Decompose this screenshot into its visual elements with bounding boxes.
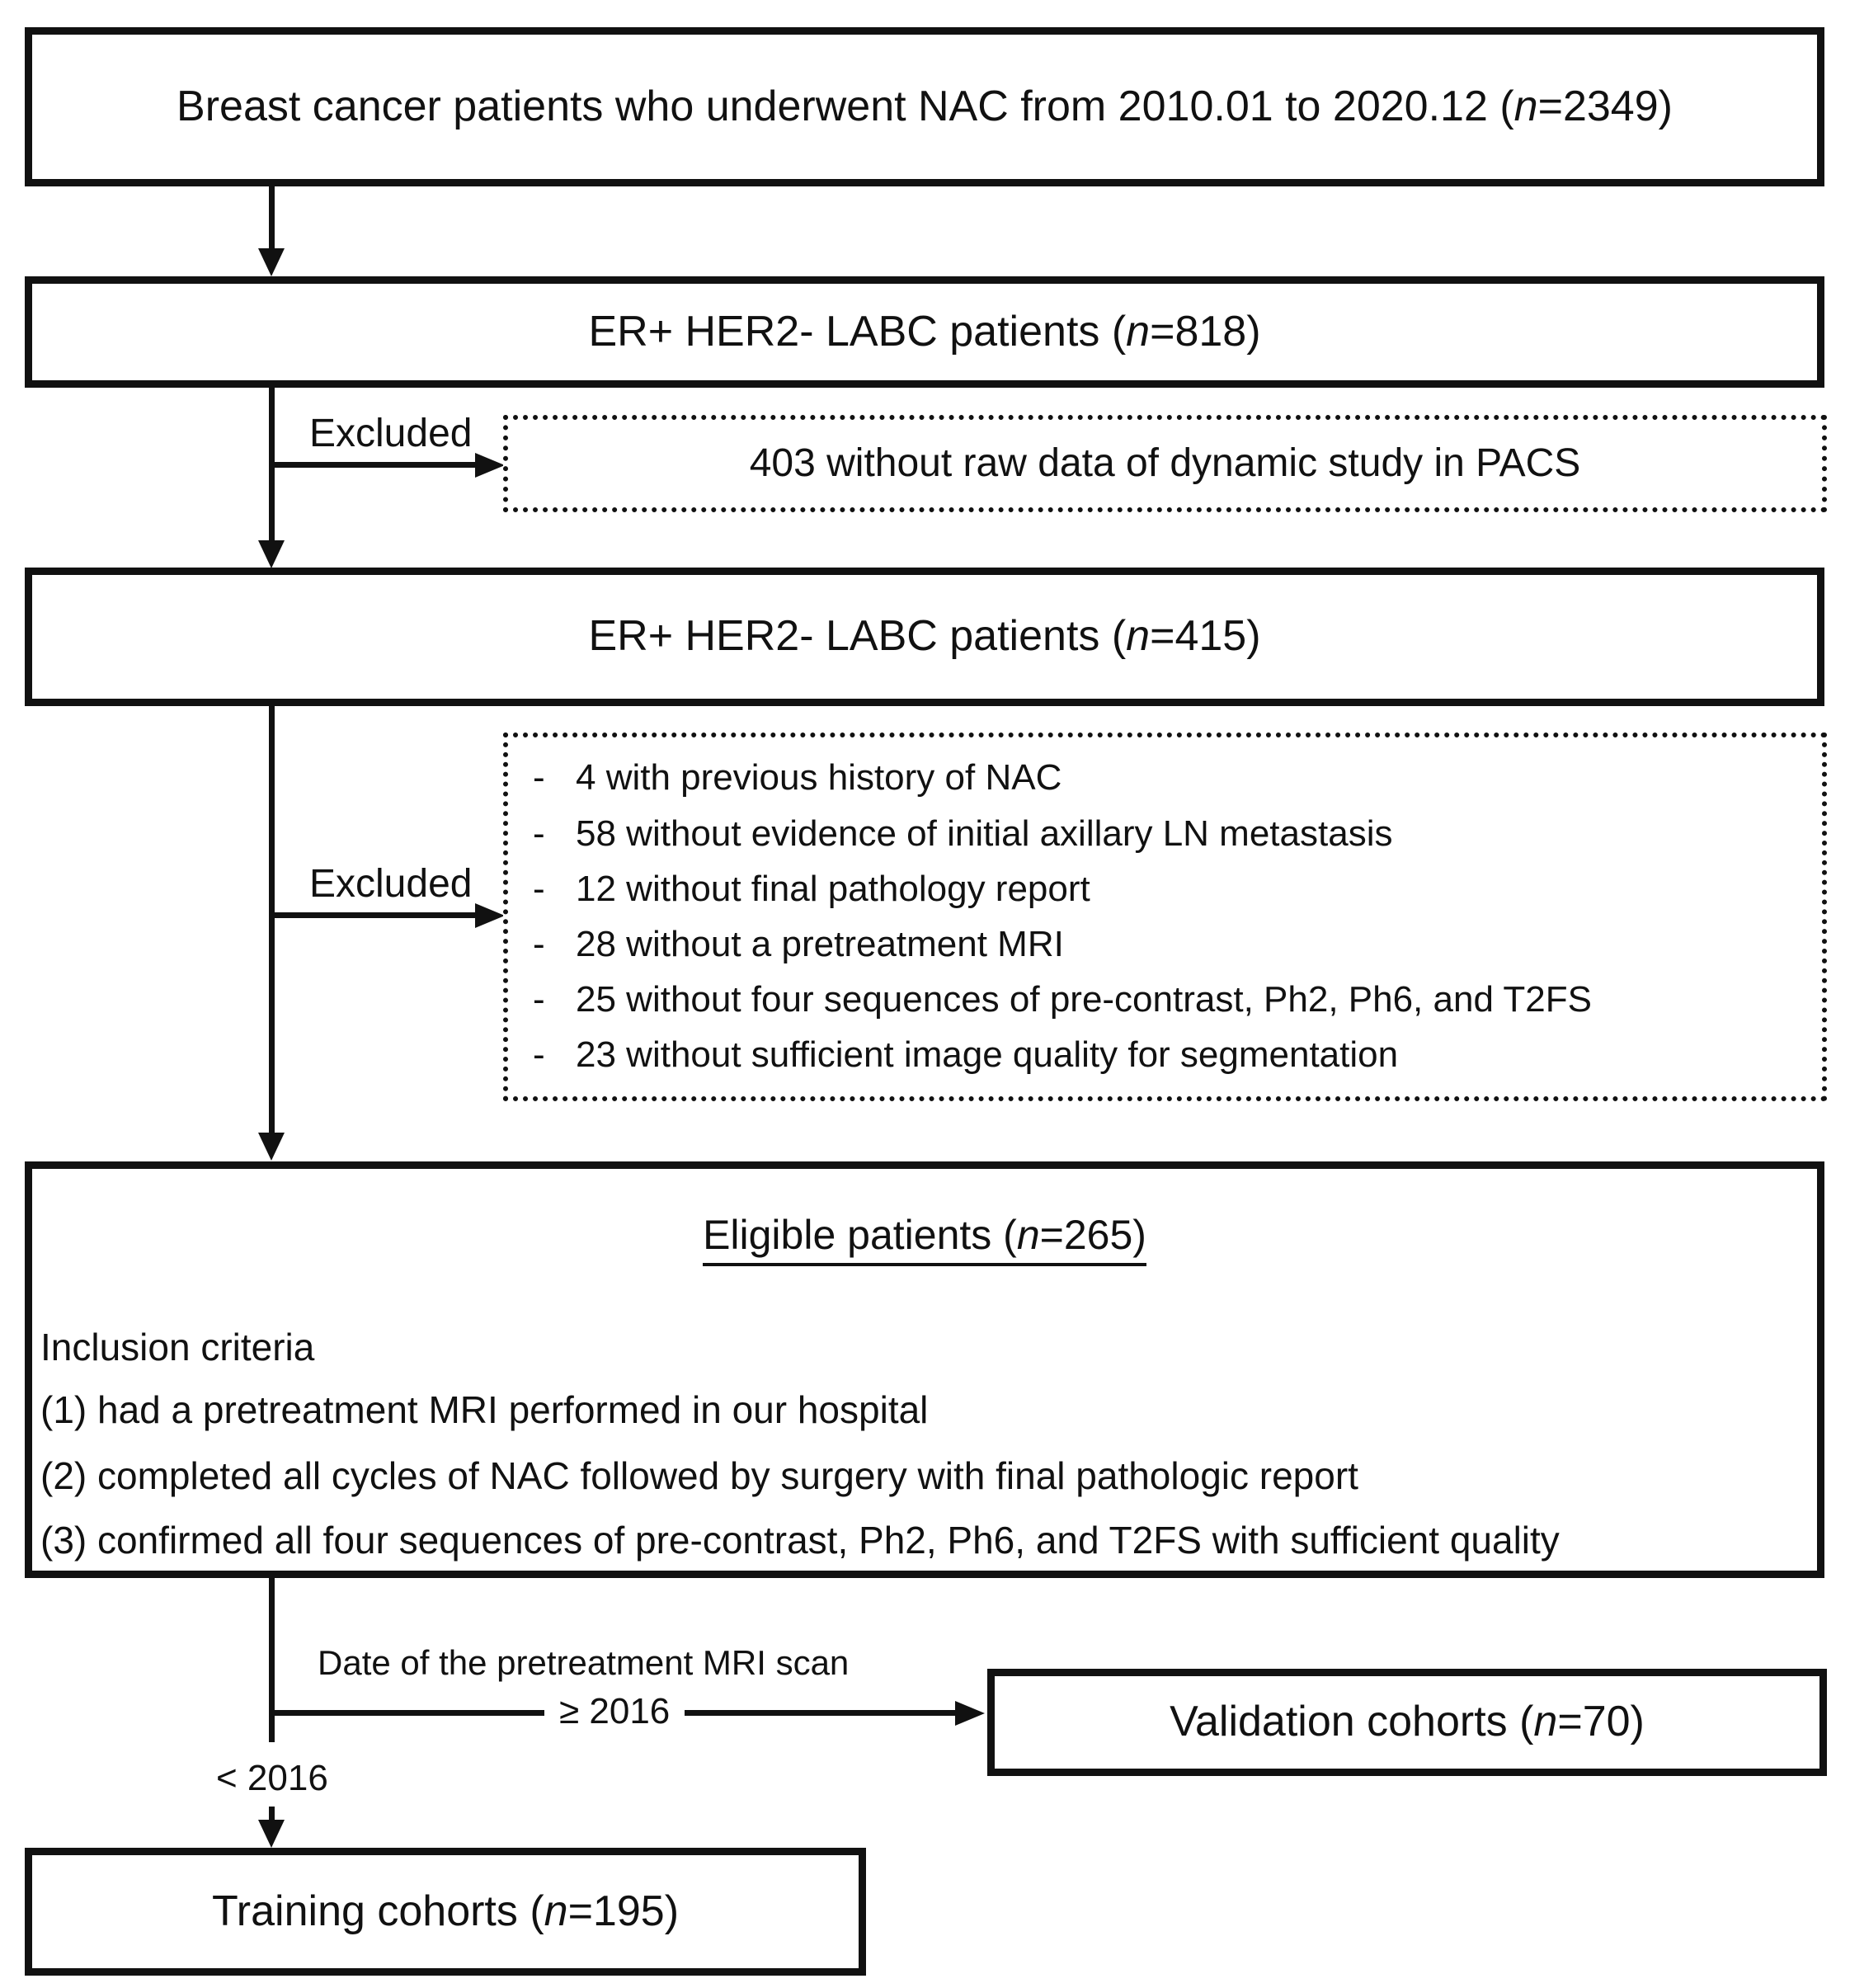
flow-box-eligible-patients: Eligible patients (n=265) Inclusion crit… xyxy=(25,1161,1824,1578)
exclusion-pacs-text: 403 without raw data of dynamic study in… xyxy=(749,441,1581,486)
connector-spine-3 xyxy=(269,706,275,1135)
connector-spine-5 xyxy=(269,1807,275,1823)
labc-415-text: ER+ HER2- LABC patients (n=415) xyxy=(588,612,1261,661)
exclusion-item-text: 23 without sufficient image quality for … xyxy=(576,1034,1399,1075)
arrowhead-right-validation xyxy=(955,1701,985,1726)
connector-spine-4 xyxy=(269,1578,275,1742)
branch-label-lt-2016: < 2016 xyxy=(216,1758,328,1798)
italic-n: n xyxy=(1126,307,1151,356)
excluded-label-1: Excluded xyxy=(309,412,473,455)
exclusion-item-text: 58 without evidence of initial axillary … xyxy=(576,813,1393,854)
dash-bullet: - xyxy=(533,923,545,964)
exclusion-list-item: - 12 without final pathology report xyxy=(508,869,1822,911)
dash-bullet: - xyxy=(533,1034,545,1075)
exclusion-item-text: 28 without a pretreatment MRI xyxy=(576,923,1064,964)
eligible-title-underlined: Eligible patients (n=265) xyxy=(703,1212,1146,1266)
dash-bullet: - xyxy=(533,757,545,798)
italic-n: n xyxy=(544,1887,568,1935)
branch-label-ge-2016: ≥ 2016 xyxy=(544,1691,685,1733)
italic-n: n xyxy=(1016,1212,1040,1258)
italic-n: n xyxy=(1513,82,1538,130)
inclusion-criterion-2: (2) completed all cycles of NAC followed… xyxy=(40,1454,1358,1497)
flow-box-validation-cohorts: Validation cohorts (n=70) xyxy=(987,1669,1827,1776)
exclusion-list-item: - 4 with previous history of NAC xyxy=(508,757,1822,799)
connector-spine-2 xyxy=(269,388,275,543)
flow-box-labc-415: ER+ HER2- LABC patients (n=415) xyxy=(25,568,1824,706)
exclusion-item-text: 4 with previous history of NAC xyxy=(576,757,1062,798)
connector-branch-1 xyxy=(275,462,478,468)
connector-spine-1 xyxy=(269,186,275,251)
eligible-title: Eligible patients (n=265) xyxy=(32,1212,1817,1266)
italic-n: n xyxy=(1126,612,1151,661)
inclusion-criterion-3: (3) confirmed all four sequences of pre-… xyxy=(40,1519,1560,1562)
validation-text: Validation cohorts (n=70) xyxy=(1170,1698,1645,1746)
flow-box-labc-818: ER+ HER2- LABC patients (n=818) xyxy=(25,276,1824,388)
initial-cohort-text: Breast cancer patients who underwent NAC… xyxy=(177,82,1673,130)
arrowhead-down-1 xyxy=(258,248,285,276)
arrowhead-down-2 xyxy=(258,540,285,568)
inclusion-criterion-1: (1) had a pretreatment MRI performed in … xyxy=(40,1388,929,1431)
exclusion-list-item: - 23 without sufficient image quality fo… xyxy=(508,1034,1822,1076)
labc-818-text: ER+ HER2- LABC patients (n=818) xyxy=(588,307,1261,356)
italic-n: n xyxy=(1533,1698,1558,1746)
arrowhead-right-2 xyxy=(475,903,505,928)
exclusion-item-text: 12 without final pathology report xyxy=(576,868,1090,909)
dash-bullet: - xyxy=(533,978,545,1020)
exclusion-box-pacs: 403 without raw data of dynamic study in… xyxy=(503,415,1827,512)
flow-box-training-cohorts: Training cohorts (n=195) xyxy=(25,1848,866,1976)
dash-bullet: - xyxy=(533,868,545,909)
exclusion-list-item: - 58 without evidence of initial axillar… xyxy=(508,813,1822,855)
exclusion-list-item: - 25 without four sequences of pre-contr… xyxy=(508,979,1822,1021)
inclusion-criteria-heading: Inclusion criteria xyxy=(40,1326,315,1369)
connector-branch-2 xyxy=(275,912,478,918)
exclusion-item-text: 25 without four sequences of pre-contras… xyxy=(576,978,1592,1020)
exclusion-box-criteria-list: - 4 with previous history of NAC - 58 wi… xyxy=(503,733,1827,1101)
training-text: Training cohorts (n=195) xyxy=(211,1887,680,1935)
dash-bullet: - xyxy=(533,813,545,854)
excluded-label-2: Excluded xyxy=(309,862,473,906)
flow-box-initial-cohort: Breast cancer patients who underwent NAC… xyxy=(25,27,1824,186)
arrowhead-down-3 xyxy=(258,1133,285,1161)
exclusion-list-item: - 28 without a pretreatment MRI xyxy=(508,924,1822,966)
arrowhead-right-1 xyxy=(475,453,505,478)
arrowhead-down-training xyxy=(258,1820,285,1848)
mri-date-caption: Date of the pretreatment MRI scan xyxy=(318,1643,850,1682)
